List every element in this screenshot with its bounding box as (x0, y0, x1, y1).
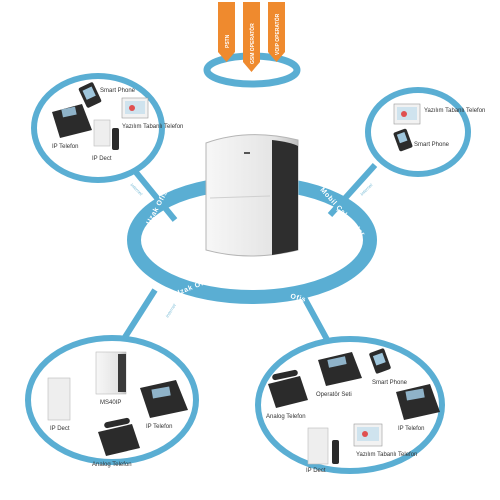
label-ip-telefon: IP Telefon (52, 144, 78, 150)
central-pbx-server (205, 134, 299, 257)
label-softphone: Yazılım Tabanlı Telefon (424, 108, 485, 114)
label-softphone: Yazılım Tabanlı Telefon (122, 124, 183, 130)
ip-phone-icon (140, 380, 188, 418)
link-label-bottom-left: Internet (165, 302, 178, 318)
operator-tag-voip (268, 2, 285, 62)
ip-phone-icon (52, 104, 92, 138)
ip-dect-icon (307, 427, 339, 465)
ring-label-right-lower: Ofis (290, 293, 307, 304)
ip-dect-icon (47, 377, 71, 421)
label-ip-telefon: IP Telefon (398, 426, 424, 432)
operator-console-icon (318, 352, 362, 386)
operator-tag-pstn (218, 2, 235, 62)
softphone-icon (393, 103, 421, 125)
softphone-icon (121, 97, 149, 119)
label-ip-dect: IP Dect (50, 426, 70, 432)
label-ip-dect: IP Dect (92, 156, 112, 162)
label-smart-phone: Smart Phone (372, 380, 408, 386)
analog-phone-icon (268, 369, 308, 408)
operator-label-voip: VOIP OPERATÖR (274, 13, 281, 55)
label-ms40ip: MS40IP (100, 400, 121, 406)
remote-office-bottom-left: MS40IP IP Telefon IP Dect Analog Telefon (25, 335, 199, 468)
ip-dect-icon (93, 119, 119, 150)
label-analog-telefon: Analog Telefon (266, 414, 306, 420)
label-softphone: Yazılım Tabanlı Telefon (356, 452, 417, 458)
office-bottom-right: Operatör Seti Smart Phone Analog Telefon… (255, 336, 445, 474)
softphone-icon (353, 423, 383, 447)
ip-phone-icon (396, 384, 440, 420)
smart-phone-icon (369, 348, 391, 374)
label-operator-seti: Operatör Seti (316, 392, 352, 398)
smart-phone-icon (393, 128, 413, 152)
link-line-bottom-right (297, 288, 333, 347)
label-ip-telefon: IP Telefon (146, 424, 172, 430)
mobile-workers-top-right: Yazılım Tabanlı Telefon Smart Phone (365, 87, 485, 177)
label-smart-phone: Smart Phone (414, 142, 450, 148)
operator-label-pstn: PSTN (225, 34, 231, 48)
link-line-top-left (127, 163, 178, 222)
operator-tag-gsm (243, 2, 260, 72)
label-smart-phone: Smart Phone (100, 88, 136, 94)
operator-tags: PSTN GSM OPERATÖR VOIP OPERATÖR (218, 2, 285, 72)
smart-phone-icon (78, 82, 102, 108)
analog-phone-icon (98, 417, 140, 456)
link-label-top-left: Internet (129, 182, 144, 197)
pbx-ms40ip-icon (95, 351, 127, 395)
operator-label-gsm: GSM OPERATÖR (249, 23, 256, 64)
label-ip-dect: IP Dect (306, 468, 326, 474)
label-analog-telefon: Analog Telefon (92, 462, 132, 468)
remote-office-top-left: IP Telefon IP Dect Smart Phone Yazılım T… (31, 73, 183, 183)
